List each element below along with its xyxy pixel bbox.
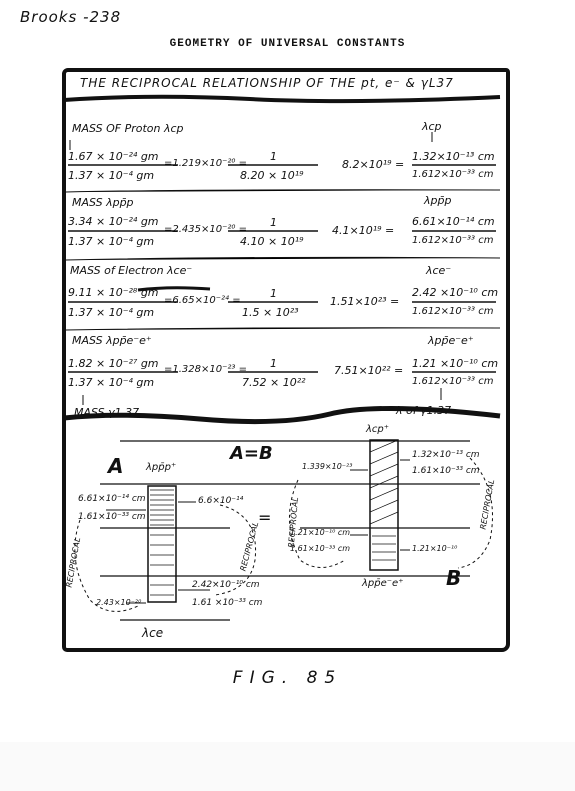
figure-frame: [62, 68, 510, 652]
diagram-equals-small: =: [258, 508, 272, 527]
box-title: THE RECIPROCAL RELATIONSHIP OF THE pt, e…: [80, 76, 454, 90]
diagram-bottom-a: λce: [142, 626, 164, 640]
row1-denominator: 1.37 × 10⁻⁴ gm: [68, 169, 155, 182]
page-title: GEOMETRY OF UNIVERSAL CONSTANTS: [169, 38, 406, 50]
diagram-equality: A=B: [230, 443, 273, 464]
row2-lambda-num: 6.61×10⁻¹⁴ cm: [412, 215, 495, 228]
diagram-b-v3: 1.339×10⁻²³: [302, 462, 353, 471]
row2-label: MASS λpp̄p: [72, 196, 134, 209]
diagram-b-v5: 1.61×10⁻³³ cm: [290, 544, 351, 553]
row3-label: MASS of Electron λce⁻: [70, 264, 193, 277]
row3-ratio: =6.65×10⁻²⁴ =: [164, 295, 241, 306]
row3-reciprocal: 1.5 × 10²³: [242, 306, 299, 319]
row1-mid: 8.2×10¹⁹ =: [342, 158, 405, 171]
diagram-bottom-b: λpp̄e⁻e⁺: [362, 578, 404, 589]
row2-one: 1: [270, 216, 277, 229]
row3-lambda-num: 2.42 ×10⁻¹⁰ cm: [412, 286, 499, 299]
row4-right-label: λpp̄e⁻e⁺: [428, 334, 474, 347]
row3-lambda-den: 1.612×10⁻³³ cm: [412, 306, 494, 317]
diagram-label-a: A: [108, 454, 124, 478]
row4-lambda-num: 1.21 ×10⁻¹⁰ cm: [412, 357, 499, 370]
diagram-b-v1: 1.32×10⁻¹³ cm: [412, 450, 480, 460]
row2-lambda-den: 1.612×10⁻³³ cm: [412, 235, 494, 246]
row3-mid: 1.51×10²³ =: [330, 295, 400, 308]
row4-one: 1: [270, 357, 277, 370]
row1-one: 1: [270, 150, 277, 163]
diagram-b-v6: 1.21×10⁻¹⁰: [412, 544, 458, 553]
row1-lambda-den: 1.612×10⁻³³ cm: [412, 169, 494, 180]
diagram-top-a: λpp̄p⁺: [146, 462, 177, 473]
row3-denominator: 1.37 × 10⁻⁴ gm: [68, 306, 155, 319]
bottom-right-label: λ of γ1.37: [396, 404, 452, 417]
diagram-b-v4: 1.21×10⁻¹⁰ cm: [290, 528, 351, 537]
row4-label: MASS λpp̄e⁻e⁺: [72, 334, 152, 347]
diagram-top-b: λcp⁺: [366, 424, 390, 435]
row4-numerator: 1.82 × 10⁻²⁷ gm: [68, 357, 159, 370]
row4-ratio: =1.328×10⁻²³ =: [164, 364, 247, 375]
diagram-a-v1: 6.61×10⁻¹⁴ cm: [78, 494, 146, 504]
diagram-b-v2: 1.61×10⁻³³ cm: [412, 466, 480, 476]
diagram-label-b: B: [446, 566, 462, 590]
bottom-left-label: MASS γ1.37: [74, 406, 140, 419]
row4-reciprocal: 7.52 × 10²²: [242, 376, 306, 389]
diagram-a-v6: 2.43×10⁻²⁰: [96, 598, 142, 607]
diagram-a-v3: 6.6×10⁻¹⁴: [198, 496, 244, 506]
row2-ratio: =2.435×10⁻²⁰ =: [164, 224, 247, 235]
figure-caption: FIG. 85: [232, 668, 343, 688]
diagram-a-v5: 1.61 ×10⁻³³ cm: [192, 598, 263, 608]
page-header: Brooks -238: [20, 8, 122, 26]
row1-reciprocal: 8.20 × 10¹⁹: [240, 169, 304, 182]
row2-numerator: 3.34 × 10⁻²⁴ gm: [68, 215, 159, 228]
row2-mid: 4.1×10¹⁹ =: [332, 224, 395, 237]
row1-label: MASS OF Proton λcp: [72, 122, 184, 135]
diagram-a-v4: 2.42×10⁻¹⁰ cm: [192, 580, 260, 590]
scan-margin: [0, 742, 575, 791]
row1-numerator: 1.67 × 10⁻²⁴ gm: [68, 150, 159, 163]
row1-lambda-num: 1.32×10⁻¹³ cm: [412, 150, 495, 163]
row4-denominator: 1.37 × 10⁻⁴ gm: [68, 376, 155, 389]
diagram-a-v2: 1.61×10⁻³³ cm: [78, 512, 146, 522]
row1-right-label: λcp: [422, 120, 442, 133]
row1-ratio: =1.219×10⁻²⁰ =: [164, 158, 247, 169]
row3-right-label: λce⁻: [426, 264, 452, 277]
row2-denominator: 1.37 × 10⁻⁴ gm: [68, 235, 155, 248]
row3-numerator: 9.11 × 10⁻²⁸ gm: [68, 286, 159, 299]
row2-reciprocal: 4.10 × 10¹⁹: [240, 235, 304, 248]
row4-mid: 7.51×10²² =: [334, 364, 404, 377]
row2-right-label: λpp̄p: [424, 194, 452, 207]
row3-one: 1: [270, 287, 277, 300]
row4-lambda-den: 1.612×10⁻³³ cm: [412, 376, 494, 387]
